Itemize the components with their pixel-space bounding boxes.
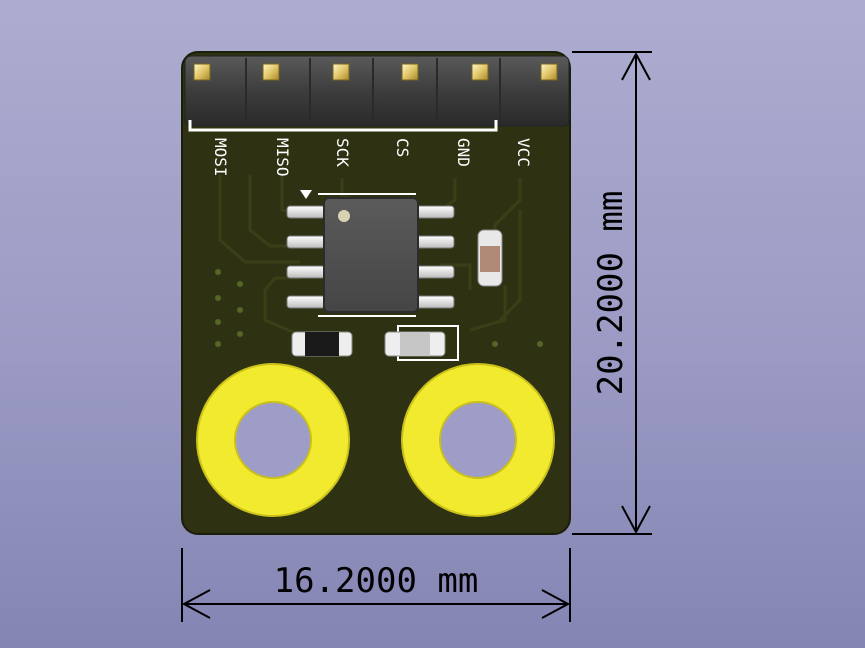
mounting-hole-right (401, 363, 555, 517)
pin-label-mosi: MOSI (211, 138, 230, 177)
width-dimension (181, 548, 571, 622)
diode (291, 331, 353, 357)
width-dimension-label: 16.2000 mm (274, 561, 479, 601)
pin-label-cs: CS (393, 138, 412, 157)
pin-label-miso: MISO (273, 138, 292, 177)
mounting-hole-left (196, 363, 350, 517)
pin-label-sck: SCK (333, 138, 352, 167)
height-dimension (572, 51, 652, 535)
pin-label-gnd: GND (454, 138, 473, 167)
silkscreen-bracket (188, 120, 498, 132)
header-pin (471, 63, 489, 81)
header-pin (262, 63, 280, 81)
pin-header-body (184, 55, 570, 127)
header-pin (401, 63, 419, 81)
vias (215, 269, 543, 347)
ic-leads (286, 205, 455, 309)
header-pin (193, 63, 211, 81)
header-pin (332, 63, 350, 81)
soic8-chip (323, 197, 419, 313)
header-pin (540, 63, 558, 81)
resistor (384, 325, 459, 361)
copper-traces (218, 175, 522, 337)
pin1-marker (300, 190, 312, 199)
chip-pin1-dot (338, 210, 350, 222)
pin-label-vcc: VCC (514, 138, 533, 167)
pin-labels: MOSI MISO SCK CS GND VCC (211, 138, 533, 177)
height-dimension-label: 20.2000 mm (591, 191, 631, 396)
pin-header (184, 55, 570, 127)
capacitor (477, 229, 503, 287)
